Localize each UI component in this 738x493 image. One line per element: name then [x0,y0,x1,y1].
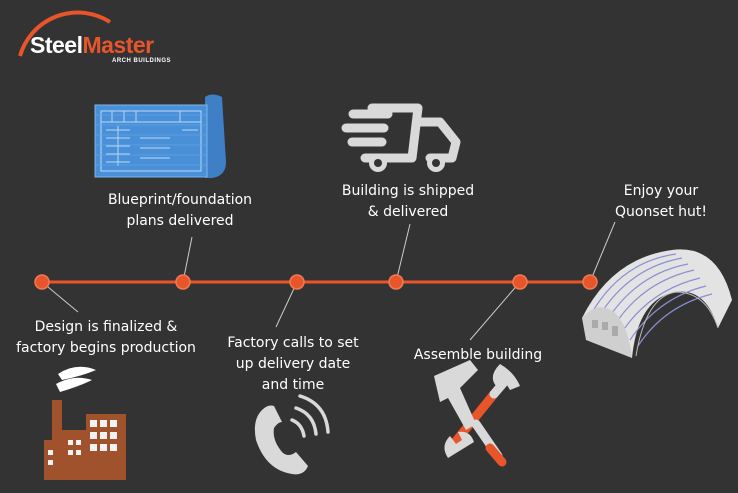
logo-tagline: ARCH BUILDINGS [112,58,171,64]
timeline-dot-6 [582,274,598,290]
phone-icon [254,394,330,475]
timeline-dot-1 [34,274,50,290]
step-label-factory-calls: Factory calls to set up delivery date an… [227,335,359,393]
step-label-shipped: Building is shipped & delivered [341,183,475,220]
timeline-dot-5 [512,274,528,290]
factory-icon [44,366,126,480]
steelmaster-logo: SteelMaster ARCH BUILDINGS [8,8,188,68]
step-label-design: Design is finalized & factory begins pro… [16,319,196,356]
timeline-dot-2 [175,274,191,290]
logo-arc-icon [18,10,112,57]
logo-wordmark: SteelMaster [30,32,154,59]
step-label-assemble: Assemble building [413,347,543,363]
logo-master-text: Master [82,32,154,58]
step-label-blueprint: Blueprint/foundation plans delivered [107,192,253,229]
truck-icon [341,103,461,172]
logo-steel-text: Steel [30,32,83,58]
step-label-enjoy: Enjoy your Quonset hut! [614,183,708,220]
timeline-dot-4 [388,274,404,290]
timeline-dots [34,274,598,290]
quonset-hut-icon [582,249,732,358]
timeline-dot-3 [289,274,305,290]
blueprint-icon [94,94,226,178]
connector-lines [41,221,616,341]
tools-icon [434,360,520,467]
